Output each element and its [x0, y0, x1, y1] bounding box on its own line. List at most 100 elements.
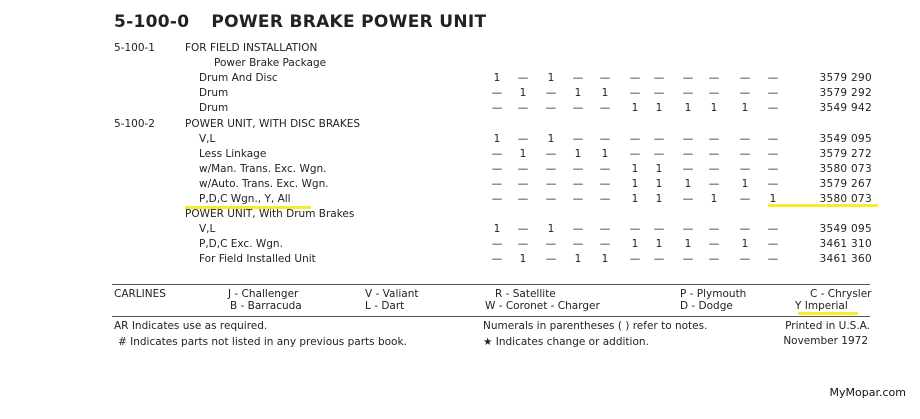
- carline-entry: L - Dart: [365, 300, 405, 312]
- part-number: 3579 292: [819, 87, 872, 100]
- carline-quantity: —: [653, 72, 665, 85]
- carline-quantity: 1: [710, 102, 718, 115]
- carline-quantity: —: [572, 102, 584, 115]
- carline-quantity: —: [708, 87, 720, 100]
- highlight-mark: [768, 204, 878, 207]
- carline-quantity: —: [767, 223, 779, 236]
- carline-quantity: 1: [631, 238, 639, 251]
- carline-quantity: —: [545, 147, 557, 160]
- carline-quantity: —: [653, 132, 665, 145]
- carline-quantity: —: [767, 238, 779, 251]
- carline-entry: C - Chrysler: [810, 288, 872, 300]
- carline-quantity: —: [682, 253, 694, 266]
- carline-quantity: —: [491, 147, 503, 160]
- item-description: V,L: [199, 132, 216, 145]
- carline-quantity: —: [739, 132, 751, 145]
- carline-quantity: —: [682, 132, 694, 145]
- carline-quantity: —: [682, 162, 694, 175]
- item-description: V,L: [199, 223, 216, 236]
- carline-quantity: 1: [601, 147, 609, 160]
- carline-quantity: —: [599, 177, 611, 190]
- carline-quantity: —: [708, 253, 720, 266]
- footer-ar-note: AR Indicates use as required.: [114, 320, 268, 332]
- carline-quantity: —: [572, 132, 584, 145]
- carline-quantity: —: [599, 132, 611, 145]
- carline-quantity: 1: [547, 132, 555, 145]
- item-description: P,D,C Exc. Wgn.: [199, 238, 283, 251]
- part-number: 3580 073: [819, 162, 872, 175]
- divider: [112, 284, 870, 285]
- carline-quantity: 1: [684, 102, 692, 115]
- carline-entry: D - Dodge: [680, 300, 733, 312]
- item-description: Drum: [199, 102, 229, 115]
- carline-quantity: —: [629, 223, 641, 236]
- carline-quantity: —: [739, 87, 751, 100]
- carline-quantity: —: [708, 147, 720, 160]
- carline-quantity: —: [545, 238, 557, 251]
- carline-quantity: —: [491, 87, 503, 100]
- carline-quantity: —: [682, 147, 694, 160]
- carline-quantity: 1: [601, 253, 609, 266]
- carline-quantity: —: [572, 177, 584, 190]
- footer-date: November 1972: [783, 335, 868, 347]
- carline-quantity: 1: [655, 102, 663, 115]
- item-description: For Field Installed Unit: [199, 253, 316, 266]
- carline-quantity: —: [739, 253, 751, 266]
- carline-entry: B - Barracuda: [230, 300, 302, 312]
- highlight-mark: [798, 312, 858, 315]
- item-description: FOR FIELD INSTALLATION: [185, 42, 318, 54]
- footer-printed: Printed in U.S.A.: [785, 320, 870, 332]
- carline-quantity: 1: [519, 147, 527, 160]
- carline-quantity: —: [517, 193, 529, 205]
- carline-quantity: —: [545, 177, 557, 190]
- carline-quantity: —: [599, 193, 611, 205]
- carline-quantity: —: [653, 147, 665, 160]
- carline-quantity: —: [767, 177, 779, 190]
- carline-quantity: 1: [631, 102, 639, 115]
- carline-quantity: —: [517, 177, 529, 190]
- carline-quantity: —: [629, 147, 641, 160]
- carline-quantity: —: [491, 193, 503, 205]
- carline-quantity: —: [708, 223, 720, 236]
- carline-quantity: —: [708, 72, 720, 85]
- part-number: 3461 310: [819, 238, 872, 251]
- carline-quantity: 1: [710, 193, 718, 205]
- carline-quantity: 1: [574, 253, 582, 266]
- carline-quantity: 1: [684, 238, 692, 251]
- carline-quantity: —: [682, 87, 694, 100]
- carline-entry: P - Plymouth: [680, 288, 747, 300]
- carline-quantity: —: [767, 162, 779, 175]
- carline-quantity: 1: [493, 132, 501, 145]
- divider: [112, 316, 870, 317]
- carline-entry: R - Satellite: [495, 288, 556, 300]
- footer-hash-note: # Indicates parts not listed in any prev…: [118, 336, 407, 348]
- carline-quantity: —: [739, 223, 751, 236]
- carline-entry: J - Challenger: [228, 288, 299, 300]
- carline-quantity: —: [517, 223, 529, 236]
- section-title: POWER BRAKE POWER UNIT: [211, 12, 487, 32]
- carline-quantity: —: [767, 102, 779, 115]
- item-description: POWER UNIT, With Drum Brakes: [185, 208, 355, 221]
- carline-quantity: 1: [655, 177, 663, 190]
- carline-quantity: 1: [741, 177, 749, 190]
- section-code: 5-100-0: [114, 12, 190, 32]
- carline-quantity: —: [708, 132, 720, 145]
- carline-quantity: —: [629, 253, 641, 266]
- carline-quantity: —: [767, 147, 779, 160]
- carline-quantity: —: [599, 72, 611, 85]
- carline-quantity: —: [653, 87, 665, 100]
- carline-quantity: 1: [655, 162, 663, 175]
- carline-quantity: —: [708, 238, 720, 251]
- carline-quantity: —: [545, 87, 557, 100]
- brand-watermark[interactable]: MyMopar.com: [829, 386, 906, 399]
- carline-quantity: —: [599, 102, 611, 115]
- carline-quantity: 1: [547, 223, 555, 236]
- carline-quantity: —: [572, 162, 584, 175]
- carline-entry: W - Coronet - Charger: [485, 300, 600, 312]
- carline-quantity: —: [517, 102, 529, 115]
- carline-quantity: 1: [601, 87, 609, 100]
- carline-quantity: —: [545, 162, 557, 175]
- carline-quantity: —: [572, 193, 584, 205]
- carline-quantity: —: [517, 72, 529, 85]
- carline-quantity: —: [629, 132, 641, 145]
